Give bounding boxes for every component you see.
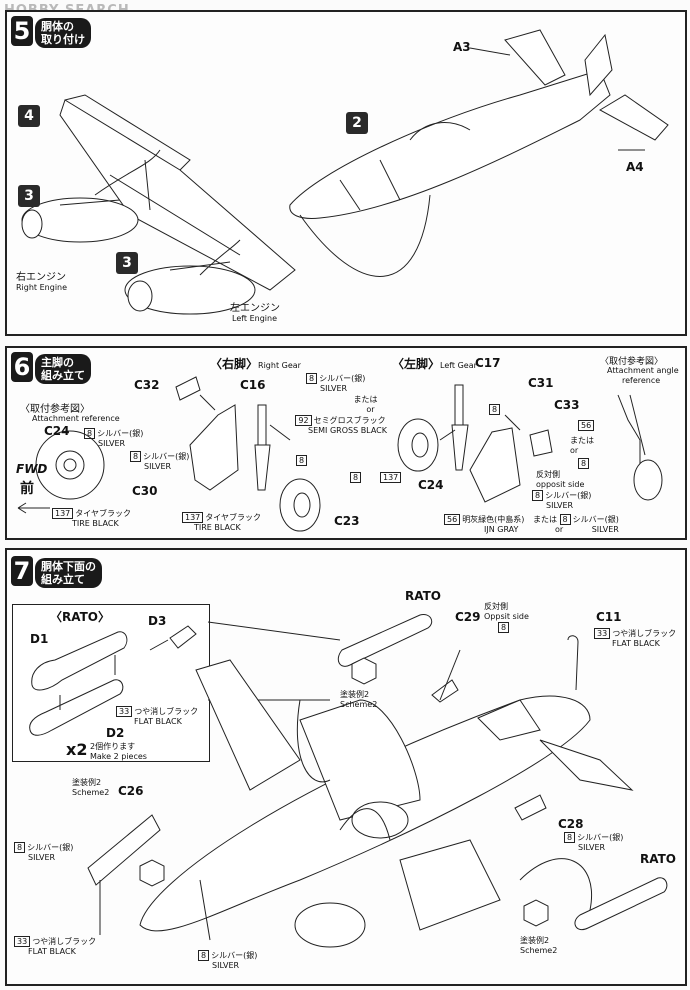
d3-part [169, 625, 197, 649]
part-c11-label: C11 [596, 610, 622, 624]
part-c24b-label: C24 [418, 478, 444, 492]
make2-label: 2個作ります Make 2 pieces [90, 742, 147, 761]
part-c24a-label: C24 [44, 424, 70, 438]
upper-wing [195, 659, 301, 791]
step5-badge-fuselage: 2 [346, 112, 368, 134]
step6-number: 6 [11, 352, 33, 382]
part-c33-label: C33 [554, 398, 580, 412]
ref2-title-en2: reference [622, 376, 661, 385]
fwd-arrow [17, 502, 50, 514]
c29-opposite-label: 反対側 Oppsit side 8 [484, 602, 529, 633]
ref2-title-jp: 〈取付参考図〉 [600, 357, 664, 367]
rato-top-label: RATO [405, 589, 441, 603]
scheme-left-label: 塗装例2 Scheme2 [72, 778, 110, 797]
d2-part [29, 679, 124, 736]
ref2-title-en1: Attachment angle [607, 366, 679, 375]
step7-number: 7 [11, 556, 33, 586]
c16-paint-8: 8 [296, 455, 309, 466]
step6-title: 主脚の 組み立て [35, 354, 91, 384]
c26-part [87, 814, 161, 886]
x2-label: x2 [66, 740, 88, 759]
rato-bottom-part [574, 877, 668, 930]
right-engine-en: Right Engine [16, 283, 68, 292]
part-a4-label: A4 [626, 160, 644, 174]
c33-or-label: または or [570, 436, 594, 455]
step7-title: 胴体下面の 組み立て [35, 558, 102, 588]
part-a3-label: A3 [453, 40, 471, 54]
rato-bottom-label: RATO [640, 852, 676, 866]
c33-part [529, 429, 553, 457]
step5-badge-wing: 4 [18, 105, 40, 127]
left-engine-jp: 左エンジン [230, 303, 280, 314]
a3-part [504, 29, 566, 86]
a4-part [598, 94, 669, 141]
part-c28-label: C28 [558, 817, 584, 831]
part-c17-label: C17 [475, 356, 501, 370]
left-gear-title: 〈左脚〉Left Gear [392, 357, 477, 371]
part-c31-label: C31 [528, 376, 554, 390]
part-c32-label: C32 [134, 378, 160, 392]
c24-paint-8: 8 [350, 472, 363, 483]
fwd-jp-label: 前 [20, 481, 34, 497]
fuselage-part [289, 69, 611, 219]
step5-badge-engine-right: 3 [18, 185, 40, 207]
part-c16-label: C16 [240, 378, 266, 392]
c33-paint-8: 8 [578, 458, 591, 469]
c30-part [189, 404, 239, 491]
step5-number: 5 [11, 16, 33, 46]
c32-part [175, 376, 201, 401]
step5-title: 胴体の 取り付け [35, 18, 91, 48]
scheme-top-label: 塗装例2 Scheme2 [340, 690, 378, 709]
part-c26-label: C26 [118, 784, 144, 798]
c17-paint-8: 8 [489, 404, 502, 415]
part-c29-label: C29 [455, 610, 481, 624]
ref-title-en: Attachment reference [32, 414, 120, 423]
step6-panel [5, 346, 687, 540]
left-engine-part [124, 265, 256, 315]
c28-part [514, 794, 547, 821]
c31-part [469, 427, 521, 503]
rato-box-title: 〈RATO〉 [50, 610, 110, 624]
c29-part [431, 679, 459, 703]
ref-title-jp: 〈取付参考図〉 [20, 404, 90, 415]
right-engine-jp: 右エンジン [16, 272, 66, 283]
c24-paint-137: 137 [380, 472, 403, 483]
d1-part [31, 631, 128, 691]
part-d3-label: D3 [148, 614, 167, 628]
right-gear-title: 〈右脚〉Right Gear [210, 357, 301, 371]
fwd-label: FWD [16, 462, 48, 476]
c31-opposite-label: 反対側 opposit side [536, 470, 585, 489]
part-d2-label: D2 [106, 726, 125, 740]
scheme-bottom-label: 塗装例2 Scheme2 [520, 936, 558, 955]
c11-part [567, 635, 579, 691]
part-d1-label: D1 [30, 632, 49, 646]
left-engine-en: Left Engine [232, 314, 278, 323]
c33-paint-56: 56 [578, 420, 596, 431]
step5-badge-engine-left: 3 [116, 252, 138, 274]
part-c23-label: C23 [334, 514, 360, 528]
part-c30-label: C30 [132, 484, 158, 498]
rato-top-part [337, 613, 433, 667]
